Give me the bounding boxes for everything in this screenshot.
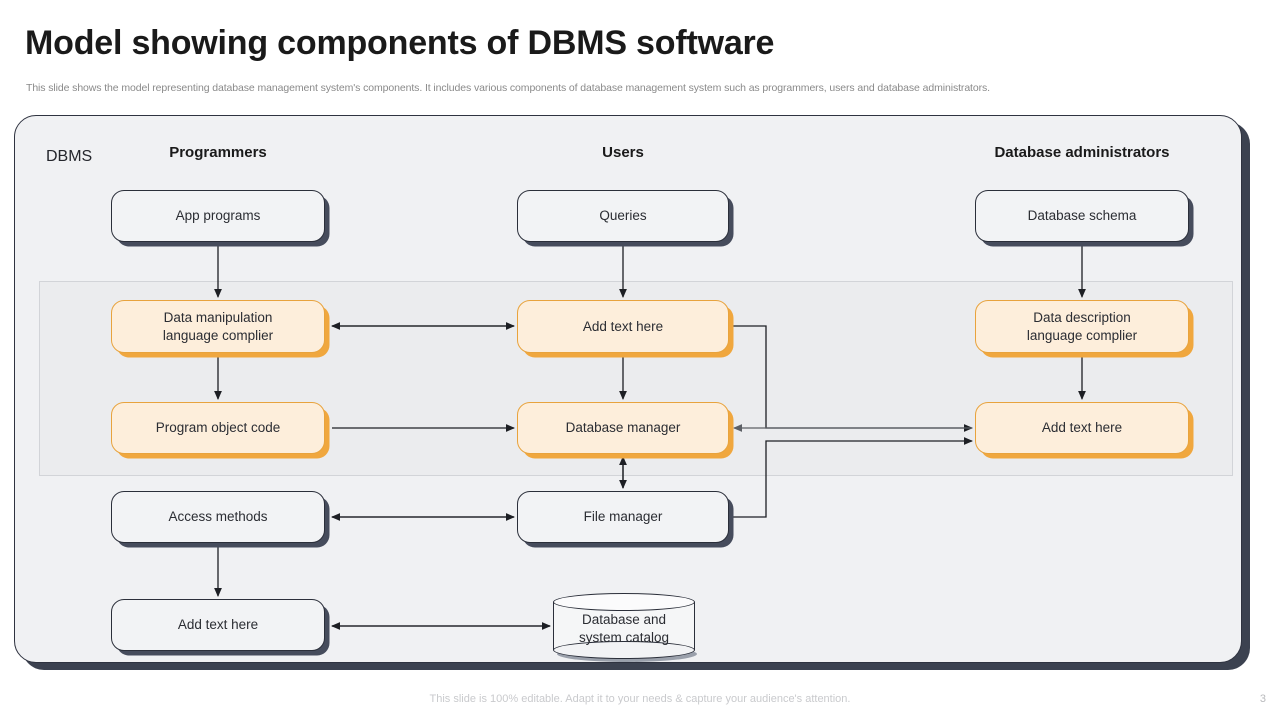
footer-note: This slide is 100% editable. Adapt it to… bbox=[429, 693, 851, 705]
node-label: Database manager bbox=[565, 420, 681, 436]
node-label: Add text here bbox=[1041, 420, 1123, 436]
dbms-region-label: DBMS bbox=[46, 148, 93, 165]
node-label: Program object code bbox=[155, 420, 281, 436]
node-label: File manager bbox=[583, 509, 663, 525]
node-database-manager[interactable]: Database manager bbox=[517, 402, 729, 454]
node-program-object-code[interactable]: Program object code bbox=[111, 402, 325, 454]
node-label: Access methods bbox=[168, 509, 268, 525]
node-database-schema[interactable]: Database schema bbox=[975, 190, 1189, 242]
page-title: Model showing components of DBMS softwar… bbox=[25, 24, 775, 62]
node-access-methods[interactable]: Access methods bbox=[111, 491, 325, 543]
node-add-text-bottom[interactable]: Add text here bbox=[111, 599, 325, 651]
node-add-text-mid[interactable]: Add text here bbox=[517, 300, 729, 353]
column-header-dba: Database administrators bbox=[994, 144, 1170, 161]
cylinder-bottom-ellipse bbox=[553, 641, 695, 659]
page-number: 3 bbox=[1259, 693, 1266, 705]
node-file-manager[interactable]: File manager bbox=[517, 491, 729, 543]
node-label: App programs bbox=[175, 208, 261, 224]
node-label: Add text here bbox=[582, 318, 664, 334]
node-label: Queries bbox=[599, 208, 647, 224]
node-add-text-right[interactable]: Add text here bbox=[975, 402, 1189, 454]
node-queries[interactable]: Queries bbox=[517, 190, 729, 242]
cylinder-top-ellipse bbox=[553, 593, 695, 611]
page-subtitle: This slide shows the model representing … bbox=[26, 82, 990, 94]
column-header-users: Users bbox=[602, 144, 644, 161]
node-label: Add text here bbox=[177, 617, 259, 633]
node-label: Database schema bbox=[1027, 208, 1137, 224]
node-app-programs[interactable]: App programs bbox=[111, 190, 325, 242]
column-header-programmers: Programmers bbox=[169, 144, 267, 161]
